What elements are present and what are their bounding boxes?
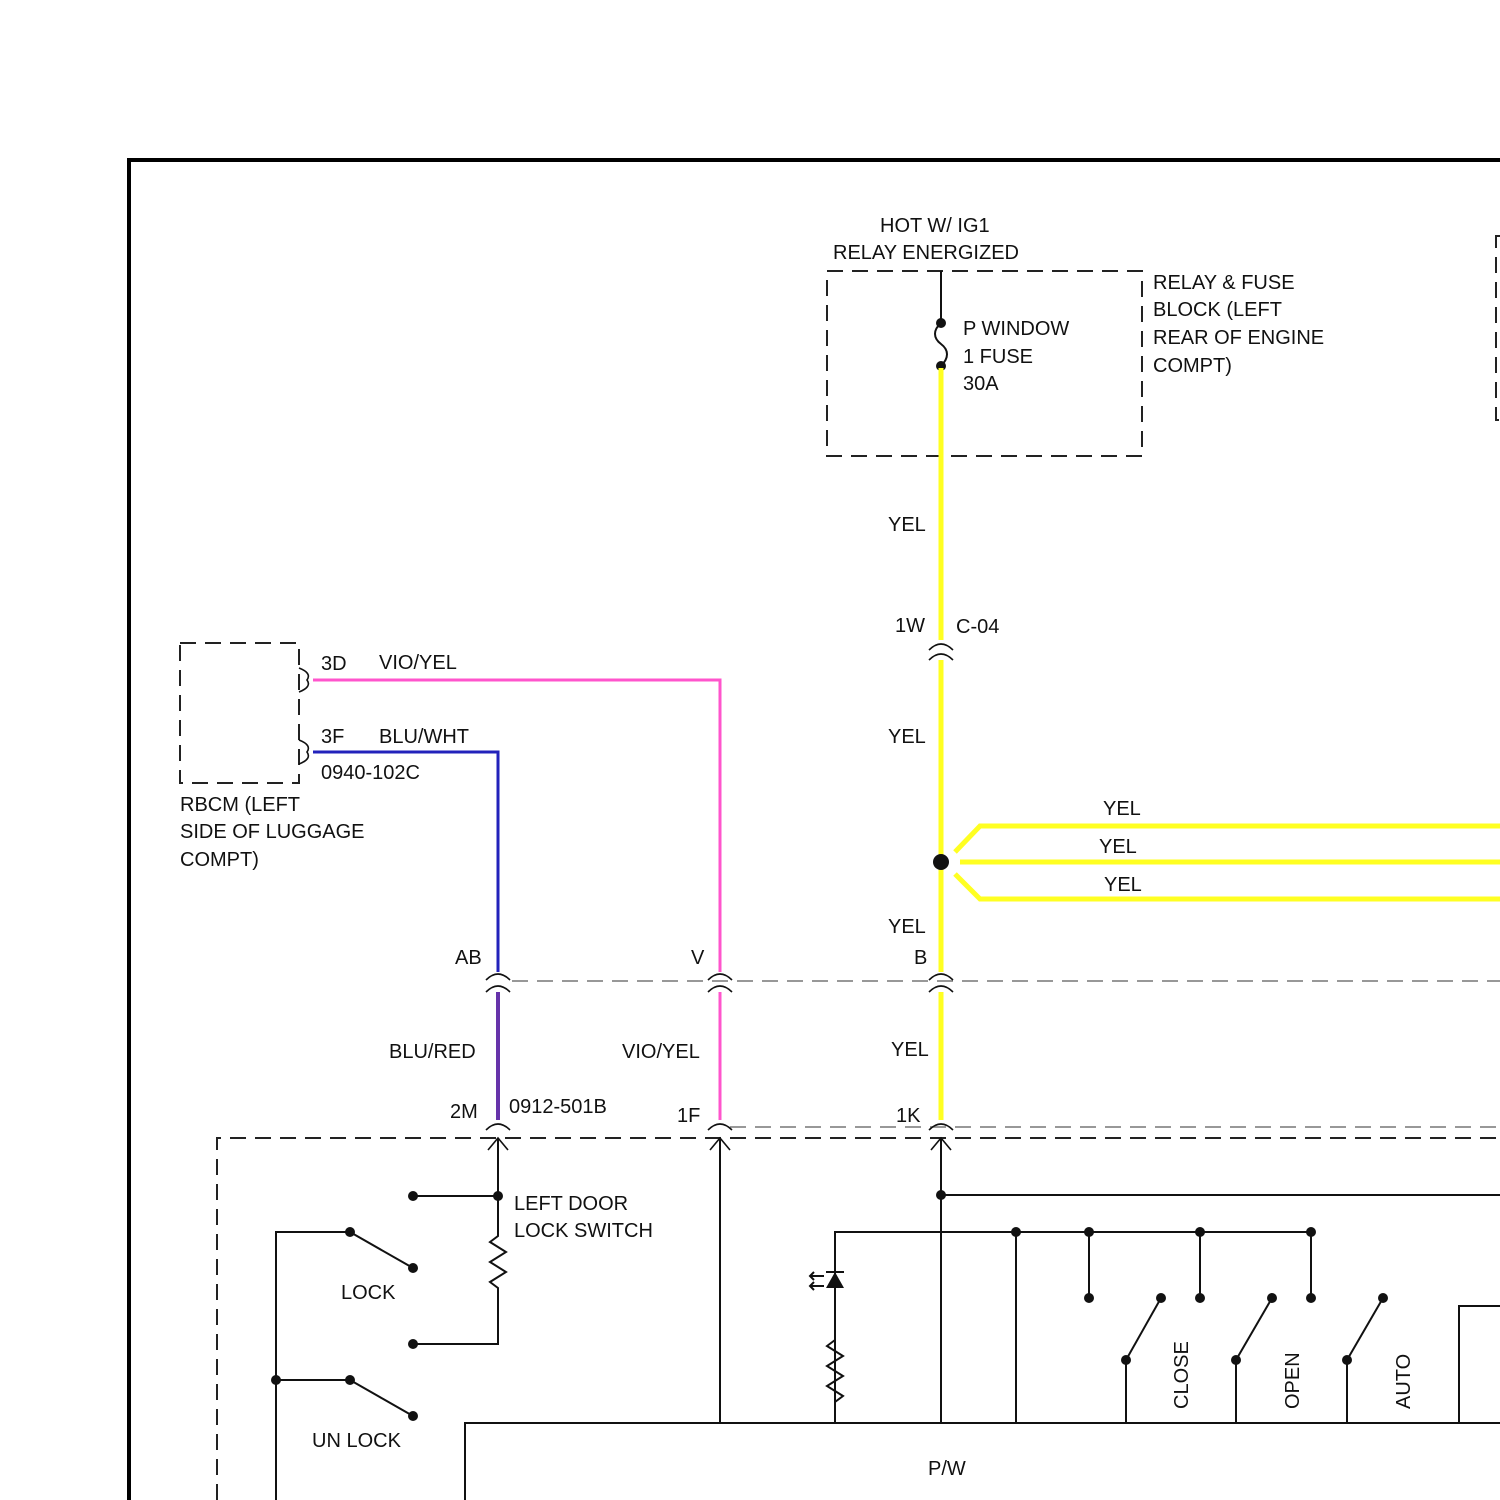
blu-wht-wire-label: BLU/WHT <box>379 726 469 748</box>
relay-energized-label: RELAY ENERGIZED <box>833 242 1019 264</box>
lock-switch-contact-bottom <box>408 1339 418 1349</box>
connector-c04-symbol <box>929 644 953 660</box>
lock-contact-end <box>408 1263 418 1273</box>
yel-branch-label-2: YEL <box>1099 836 1137 858</box>
switch-module-outline <box>217 1138 1500 1500</box>
fuse-block-location-1: RELAY & FUSE <box>1153 272 1295 294</box>
fuse-name-label: P WINDOW <box>963 318 1069 340</box>
blu-red-wire-label: BLU/RED <box>389 1041 476 1063</box>
lock-switch-contact-top <box>408 1191 418 1201</box>
close-label: CLOSE <box>1171 1341 1193 1409</box>
fuse-block-location-2: BLOCK (LEFT <box>1153 299 1282 321</box>
close-switch-blade <box>1126 1298 1161 1360</box>
close-fixed-contact <box>1084 1293 1094 1303</box>
yel-wire-label-1: YEL <box>888 514 926 536</box>
yel-wire-label-3: YEL <box>888 916 926 938</box>
pw-block-outline <box>465 1423 1500 1500</box>
pin-1f-label: 1F <box>677 1105 700 1127</box>
pin-ab-label: AB <box>455 947 482 969</box>
pin-2m-label: 2M <box>450 1101 478 1123</box>
vio-yel-wire-label-bottom: VIO/YEL <box>622 1041 700 1063</box>
connector-v-symbol <box>708 974 732 992</box>
yel-wire-label-4: YEL <box>891 1039 929 1061</box>
fuse-symbol <box>935 323 947 366</box>
auto-switch-blade <box>1347 1298 1383 1360</box>
yel-branch-wires <box>955 826 1500 899</box>
unlock-contact-blade <box>350 1380 413 1416</box>
yel-splice-point <box>933 854 949 870</box>
fuse-rating-label: 30A <box>963 373 999 395</box>
yel-branch-label-3: YEL <box>1104 874 1142 896</box>
rbcm-label-2: SIDE OF LUGGAGE <box>180 821 364 843</box>
led-emission-arrows <box>810 1272 824 1290</box>
rbcm-label-3: COMPT) <box>180 849 259 871</box>
yel-branch-label-1: YEL <box>1103 798 1141 820</box>
connector-ab-symbol <box>486 974 510 992</box>
lock-switch-resistor <box>413 1230 506 1344</box>
rbcm-connector-label: 0940-102C <box>321 762 420 784</box>
pin-1k-label: 1K <box>896 1105 921 1127</box>
hot-label: HOT W/ IG1 <box>880 215 990 237</box>
unlock-contact-end <box>408 1411 418 1421</box>
pin-v-label: V <box>691 947 705 969</box>
lock-unlock-common-wire <box>276 1232 350 1500</box>
auto-label: AUTO <box>1393 1354 1415 1409</box>
rbcm-pin-3d-label: 3D <box>321 653 347 675</box>
indicator-bus <box>835 1232 1311 1423</box>
rbcm-outline <box>180 643 299 783</box>
side-component-box <box>1459 1306 1500 1423</box>
fuse-block-location-3: REAR OF ENGINE <box>1153 327 1324 349</box>
pin-b-label: B <box>914 947 927 969</box>
unlock-label: UN LOCK <box>312 1430 402 1452</box>
vio-yel-wire-label-top: VIO/YEL <box>379 652 457 674</box>
blu-wht-wire <box>313 752 498 972</box>
fuse-number-label: 1 FUSE <box>963 346 1033 368</box>
lock-label: LOCK <box>341 1282 396 1304</box>
rbcm-pin-3f-symbol <box>299 740 308 764</box>
auto-fixed-contact <box>1306 1293 1316 1303</box>
connector-0912-label: 0912-501B <box>509 1096 607 1118</box>
led-symbol <box>826 1272 844 1288</box>
auto-switch-end <box>1378 1293 1388 1303</box>
door-lock-switch-label-2: LOCK SWITCH <box>514 1220 653 1242</box>
rbcm-label-1: RBCM (LEFT <box>180 794 300 816</box>
pin-1w-label: 1W <box>895 615 925 637</box>
rbcm-pin-3d-symbol <box>299 668 308 692</box>
connector-c04-label: C-04 <box>956 616 999 638</box>
open-label: OPEN <box>1282 1352 1304 1409</box>
open-switch-blade <box>1236 1298 1272 1360</box>
yel-wire-label-2: YEL <box>888 726 926 748</box>
rbcm-pin-3f-label: 3F <box>321 726 344 748</box>
close-switch-end <box>1156 1293 1166 1303</box>
connector-2m-symbol <box>486 1124 510 1130</box>
lock-contact-blade <box>350 1232 413 1268</box>
open-fixed-contact <box>1195 1293 1205 1303</box>
door-lock-switch-label-1: LEFT DOOR <box>514 1193 628 1215</box>
pw-label: P/W <box>928 1458 966 1480</box>
side-component-outline <box>1496 236 1500 420</box>
connector-1f-symbol <box>708 1124 732 1130</box>
connector-b-symbol <box>929 974 953 992</box>
fuse-block-location-4: COMPT) <box>1153 355 1232 377</box>
open-switch-end <box>1267 1293 1277 1303</box>
